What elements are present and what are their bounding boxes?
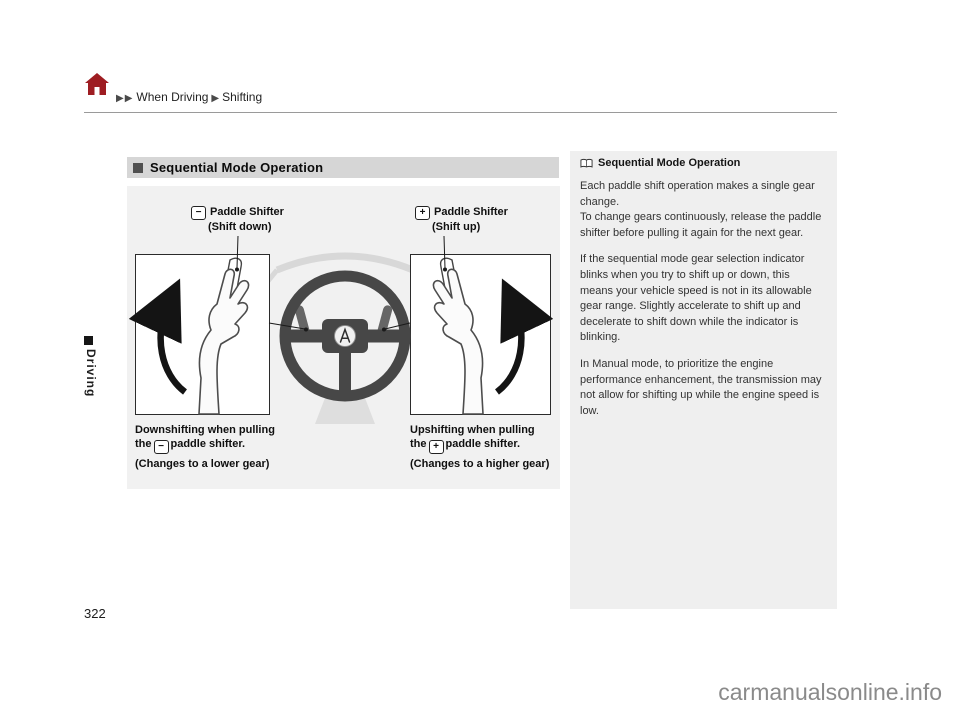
plus-key-icon: + xyxy=(428,440,444,455)
breadcrumb-arrows-icon: ▶▶ xyxy=(116,93,134,104)
note-paragraph: If the sequential mode gear selection in… xyxy=(580,253,812,344)
downshift-paddle-label-text: Paddle Shifter xyxy=(210,206,284,219)
paddle-shifter-illustration xyxy=(135,235,551,424)
header-divider xyxy=(84,112,837,113)
minus-symbol: − xyxy=(158,441,164,453)
upshift-caption-line1: Upshifting when pulling xyxy=(410,424,535,436)
downshift-caption-line1: Downshifting when pulling xyxy=(135,424,275,436)
upshift-caption: Upshifting when pulling the + paddle shift… xyxy=(410,423,549,472)
downshift-paddle-label: − Paddle Shifter (Shift down) xyxy=(191,206,284,234)
breadcrumb: ▶▶When Driving▶Shifting xyxy=(116,90,262,104)
downshift-caption-line2: the−paddle shifter. xyxy=(135,437,275,455)
breadcrumb-separator-icon: ▶ xyxy=(211,93,220,104)
upshift-caption-line2: the + paddle shifter. xyxy=(410,437,549,455)
downshift-caption-line3: (Changes to a lower gear) xyxy=(135,458,270,471)
breadcrumb-item-shifting: Shifting xyxy=(222,90,263,104)
breadcrumb-item-when-driving: When Driving xyxy=(136,90,209,104)
chapter-tab-label: Driving xyxy=(84,349,98,398)
home-icon xyxy=(85,73,109,95)
reference-note-box: Sequential Mode Operation Each paddle sh… xyxy=(570,151,837,609)
downshift-caption: Downshifting when pulling the−paddle shi… xyxy=(135,423,275,472)
upshift-paddle-label-text: Paddle Shifter xyxy=(434,206,508,219)
upshift-caption-line3: (Changes to a higher gear) xyxy=(410,458,550,471)
downshift-paddle-label-sub: (Shift down) xyxy=(208,221,272,233)
site-watermark: carmanualsonline.info xyxy=(718,679,942,705)
plus-symbol: + xyxy=(433,441,439,453)
reference-note-title: Sequential Mode Operation xyxy=(598,157,741,169)
upshift-paddle-label-sub: (Shift up) xyxy=(432,221,481,233)
plus-symbol: + xyxy=(419,207,426,218)
reference-note-body: Each paddle shift operation makes a sing… xyxy=(580,179,825,420)
caption-text: paddle shifter. xyxy=(445,438,521,451)
reference-note-header: Sequential Mode Operation xyxy=(580,157,825,169)
plus-key-icon: + xyxy=(415,206,430,220)
minus-key-icon: − xyxy=(153,440,169,455)
upshift-paddle-label: + Paddle Shifter (Shift up) xyxy=(415,206,508,234)
book-icon xyxy=(580,158,593,168)
note-paragraph: Each paddle shift operation makes a sing… xyxy=(580,180,822,239)
caption-text: paddle shifter. xyxy=(170,438,246,451)
section-header-bar: Sequential Mode Operation xyxy=(127,157,559,178)
minus-key-icon: − xyxy=(191,206,206,220)
caption-text: the xyxy=(410,438,427,451)
page-number: 322 xyxy=(84,606,106,621)
chapter-tab-marker xyxy=(84,336,93,345)
caption-text: the xyxy=(135,438,152,451)
note-paragraph: In Manual mode, to prioritize the engine… xyxy=(580,358,822,417)
minus-symbol: − xyxy=(195,207,202,218)
section-bullet-icon xyxy=(133,162,143,173)
section-title: Sequential Mode Operation xyxy=(150,160,324,175)
figure-panel: − Paddle Shifter (Shift down) + Paddle S… xyxy=(127,186,560,489)
